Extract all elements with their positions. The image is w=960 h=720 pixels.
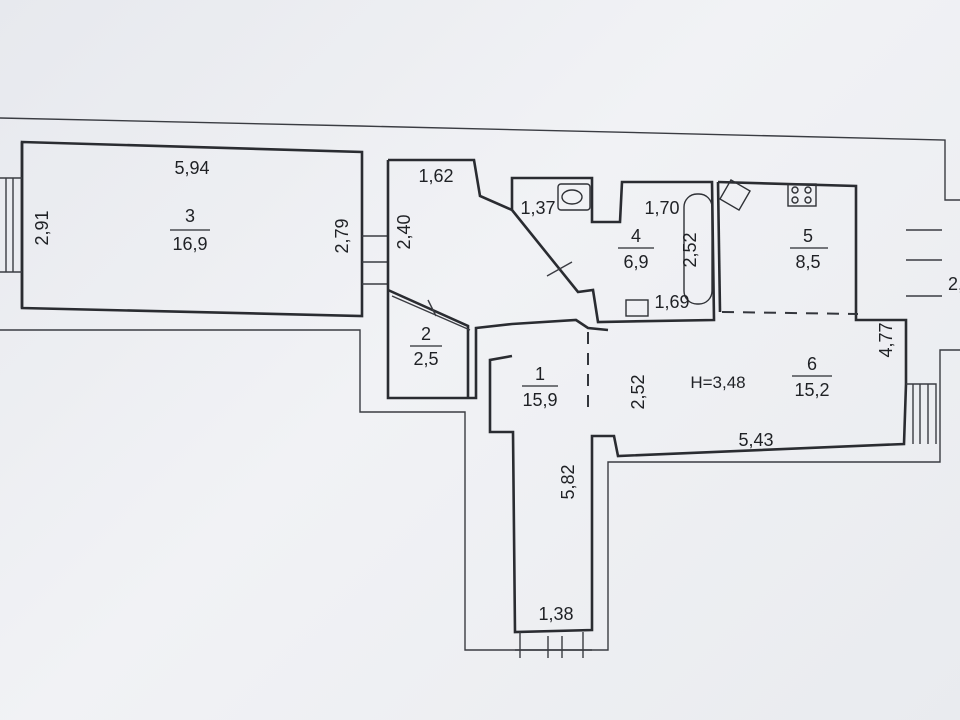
ceiling-height: H=3,48 bbox=[690, 373, 745, 392]
room-6-number: 6 bbox=[807, 354, 817, 374]
room-1-area: 15,9 bbox=[522, 390, 557, 410]
dim-1-69: 1,69 bbox=[654, 292, 689, 312]
dim-2-52-bath: 2,52 bbox=[680, 232, 700, 267]
dim-5-94: 5,94 bbox=[174, 158, 209, 178]
dim-1-62: 1,62 bbox=[418, 166, 453, 186]
dim-2-91: 2,91 bbox=[32, 210, 52, 245]
bathroom-fixtures bbox=[557, 183, 713, 317]
stove-icon bbox=[787, 183, 817, 207]
room-5-area: 8,5 bbox=[795, 252, 820, 272]
kitchen-fixtures bbox=[719, 179, 817, 211]
dim-1-70: 1,70 bbox=[644, 198, 679, 218]
room-3-number: 3 bbox=[185, 206, 195, 226]
room-2-area: 2,5 bbox=[413, 349, 438, 369]
room-3-walls bbox=[0, 140, 388, 318]
dim-1-37: 1,37 bbox=[520, 198, 555, 218]
kitchen-sink-icon bbox=[719, 179, 751, 211]
room-1-number: 1 bbox=[535, 364, 545, 384]
room-2-number: 2 bbox=[421, 324, 431, 344]
dim-5-82: 5,82 bbox=[558, 464, 578, 499]
dim-1-38: 1,38 bbox=[538, 604, 573, 624]
room-4-area: 6,9 bbox=[623, 252, 648, 272]
room-4-number: 4 bbox=[631, 226, 641, 246]
toilet-bowl-icon bbox=[561, 189, 583, 205]
room-5-number: 5 bbox=[803, 226, 813, 246]
dim-2-79: 2,79 bbox=[332, 218, 352, 253]
dim-2-52-hall: 2,52 bbox=[628, 374, 648, 409]
central-walls bbox=[386, 158, 942, 658]
bathtub-icon bbox=[683, 193, 713, 305]
room-6-area: 15,2 bbox=[794, 380, 829, 400]
sink-icon bbox=[625, 299, 649, 317]
dim-2-40: 2,40 bbox=[394, 214, 414, 249]
room-3-area: 16,9 bbox=[172, 234, 207, 254]
dim-5-43: 5,43 bbox=[738, 430, 773, 450]
dim-edge: 2, bbox=[948, 274, 960, 294]
toilet-icon bbox=[557, 183, 591, 211]
dim-4-77: 4,77 bbox=[876, 322, 896, 357]
